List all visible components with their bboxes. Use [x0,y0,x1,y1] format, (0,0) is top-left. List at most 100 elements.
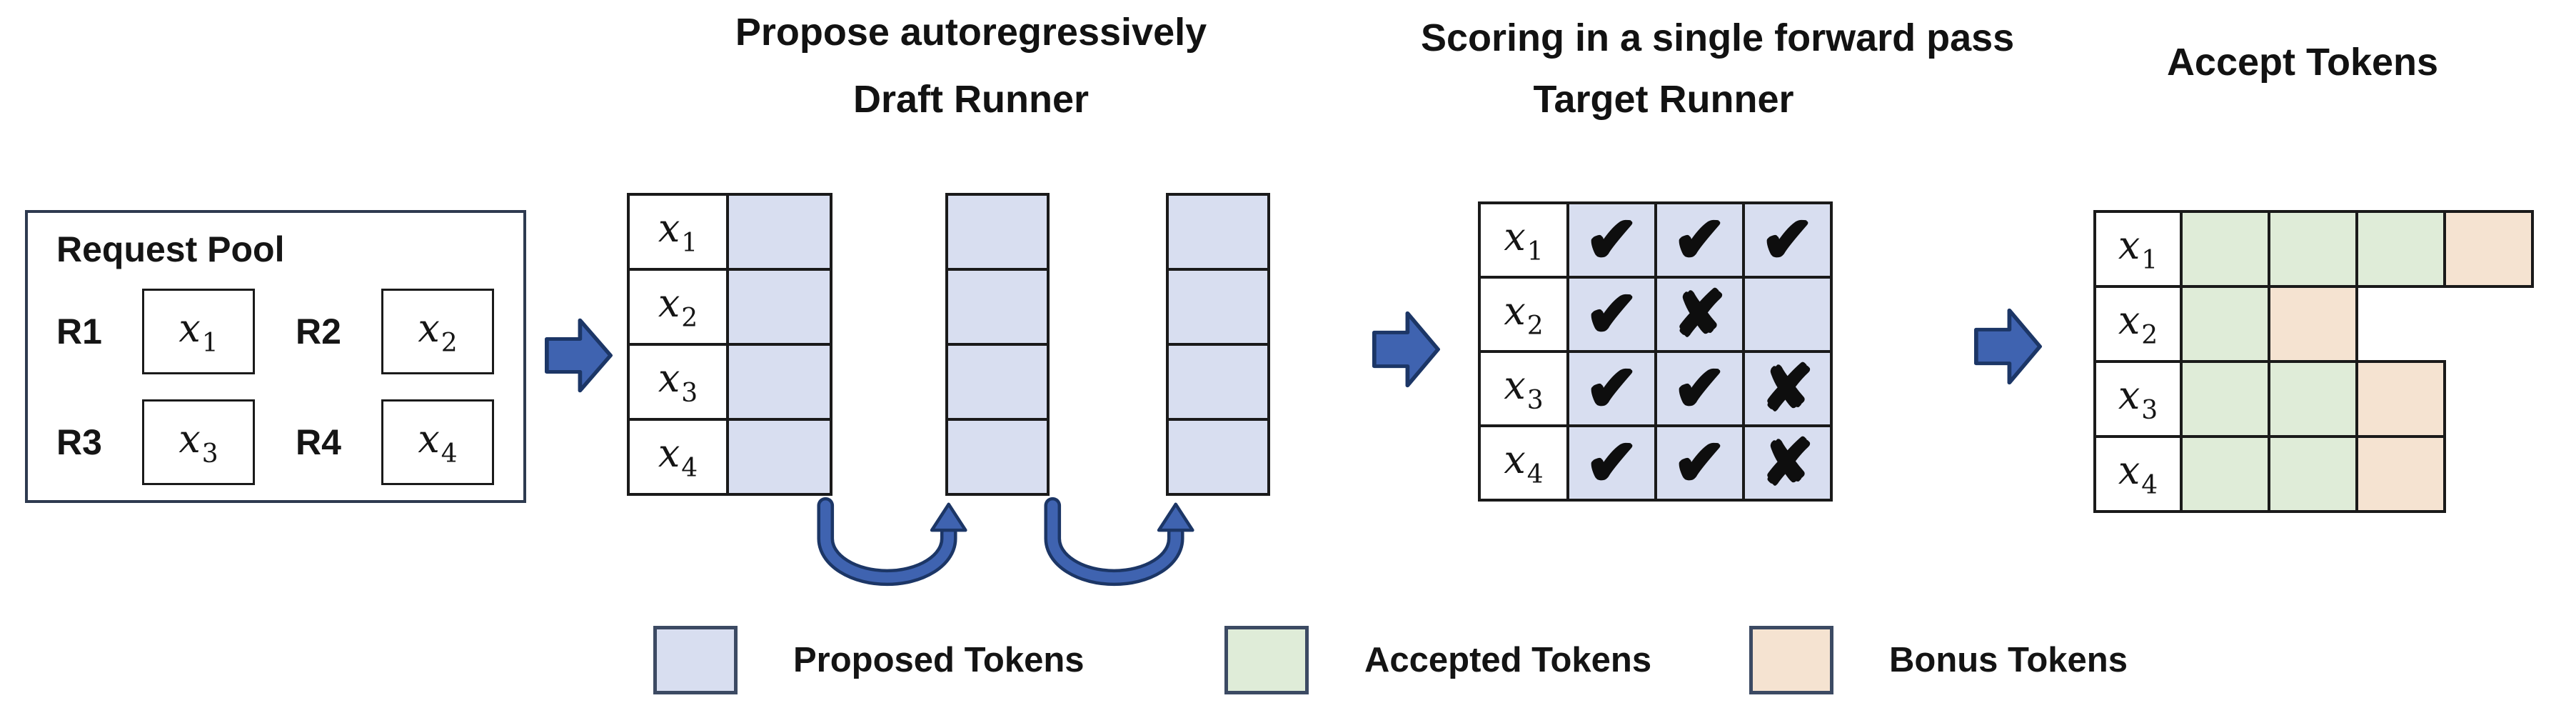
cross-mark-icon: ✘ [1742,350,1833,427]
check-mark-icon: ✔ [1654,424,1745,502]
table-row: x4 [627,418,832,496]
target-runner-title: Target Runner [1533,78,1794,121]
proposed-token-cell [945,343,1050,421]
proposed-token-cell [726,343,832,421]
check-mark-icon: ✔ [1566,424,1657,502]
token-label: x2 [658,281,698,333]
table-row: x2 [2093,285,2534,363]
accepted-token-cell [2180,435,2270,513]
draft-runner-title: Draft Runner [852,78,1089,121]
token-label: x3 [1504,362,1544,415]
token-label: x3 [178,416,218,469]
token-label: x3 [2118,373,2158,425]
accepted-token-cell [2180,210,2270,288]
table-row: x2 [627,268,832,346]
cross-mark-icon: ✘ [1742,424,1833,502]
table-row: x1✔✔✔ [1478,201,1833,279]
accepted-tokens-swatch-icon [1224,626,1309,694]
token-label: x1 [2118,223,2158,275]
request-entry: R2 x2 [296,289,494,374]
draft-row-label: x1 [627,193,729,271]
draft-iteration-column [945,193,1050,496]
table-row: x3 [2093,360,2534,438]
table-row: x3 [627,343,832,421]
legend-label: Accepted Tokens [1364,641,1652,679]
bonus-token-cell [2268,285,2358,363]
legend-item-bonus: Bonus Tokens [1749,626,2128,694]
table-row: x4 [2093,435,2534,513]
legend-item-accepted: Accepted Tokens [1224,626,1651,694]
table-row: x3✔✔✘ [1478,350,1833,427]
request-token-box: x1 [142,289,255,374]
table-row: x1 [2093,210,2534,288]
check-mark-icon: ✔ [1566,350,1657,427]
table-row: x1 [627,193,832,271]
accept-tokens-table: x1 x2 x3 x4 [2093,210,2534,513]
legend-item-proposed: Proposed Tokens [653,626,1085,694]
cross-mark-icon: ✘ [1654,276,1745,353]
proposed-token-cell [1166,343,1270,421]
flow-arrow-icon [1372,311,1440,388]
check-mark-icon: ✔ [1742,201,1833,279]
request-id: R4 [296,422,341,462]
check-mark-icon: ✔ [1654,201,1745,279]
autoregressive-loop-arrow-icon [1044,497,1194,587]
accepted-token-cell [2180,285,2270,363]
bonus-tokens-swatch-icon [1749,626,1833,694]
request-entry: R4 x4 [296,399,494,485]
accepted-token-cell [2180,360,2270,438]
autoregressive-loop-arrow-icon [817,497,967,587]
legend-label: Bonus Tokens [1889,641,2128,679]
token-label: x3 [658,356,698,408]
request-pool-title: Request Pool [56,229,285,269]
token-label: x4 [418,416,458,469]
target-row-label: x3 [1478,350,1569,427]
check-mark-icon: ✔ [1654,350,1745,427]
target-row-label: x1 [1478,201,1569,279]
token-label: x4 [658,431,698,483]
empty-score-cell [1742,276,1833,353]
token-label: x1 [1504,214,1544,266]
check-mark-icon: ✔ [1566,201,1657,279]
accept-row-label: x2 [2093,285,2183,363]
accept-row-label: x1 [2093,210,2183,288]
accepted-token-cell [2268,435,2358,513]
proposed-token-cell [1166,418,1270,496]
target-row-label: x2 [1478,276,1569,353]
draft-row-label: x4 [627,418,729,496]
proposed-token-cell [1166,193,1270,271]
draft-row-label: x3 [627,343,729,421]
proposed-token-cell [1166,268,1270,346]
target-runner-table: x1✔✔✔x2✔✘x3✔✔✘x4✔✔✘ [1478,201,1833,502]
accept-row-label: x3 [2093,360,2183,438]
token-label: x2 [418,305,458,358]
accept-row-label: x4 [2093,435,2183,513]
token-label: x2 [1504,288,1544,341]
check-mark-icon: ✔ [1566,276,1657,353]
accepted-token-cell [2268,210,2358,288]
flow-arrow-icon [545,318,613,393]
request-entry: R1 x1 [56,289,255,374]
accept-tokens-title: Accept Tokens [2166,41,2439,84]
draft-row-label: x2 [627,268,729,346]
table-row: x2 ✔✘ [1478,276,1833,353]
table-row: x4✔✔✘ [1478,424,1833,502]
proposed-token-cell [726,268,832,346]
accepted-token-cell [2268,360,2358,438]
proposed-token-cell [945,418,1050,496]
proposed-tokens-swatch-icon [653,626,738,694]
token-label: x1 [178,305,218,358]
token-label: x4 [2118,448,2158,500]
request-id: R1 [56,311,102,352]
request-token-box: x2 [381,289,494,374]
proposed-token-cell [945,193,1050,271]
propose-step-title: Propose autoregressively [735,11,1207,54]
bonus-token-cell [2443,210,2534,288]
bonus-token-cell [2355,435,2446,513]
proposed-token-cell [945,268,1050,346]
token-label: x1 [658,206,698,258]
request-id: R2 [296,311,341,352]
